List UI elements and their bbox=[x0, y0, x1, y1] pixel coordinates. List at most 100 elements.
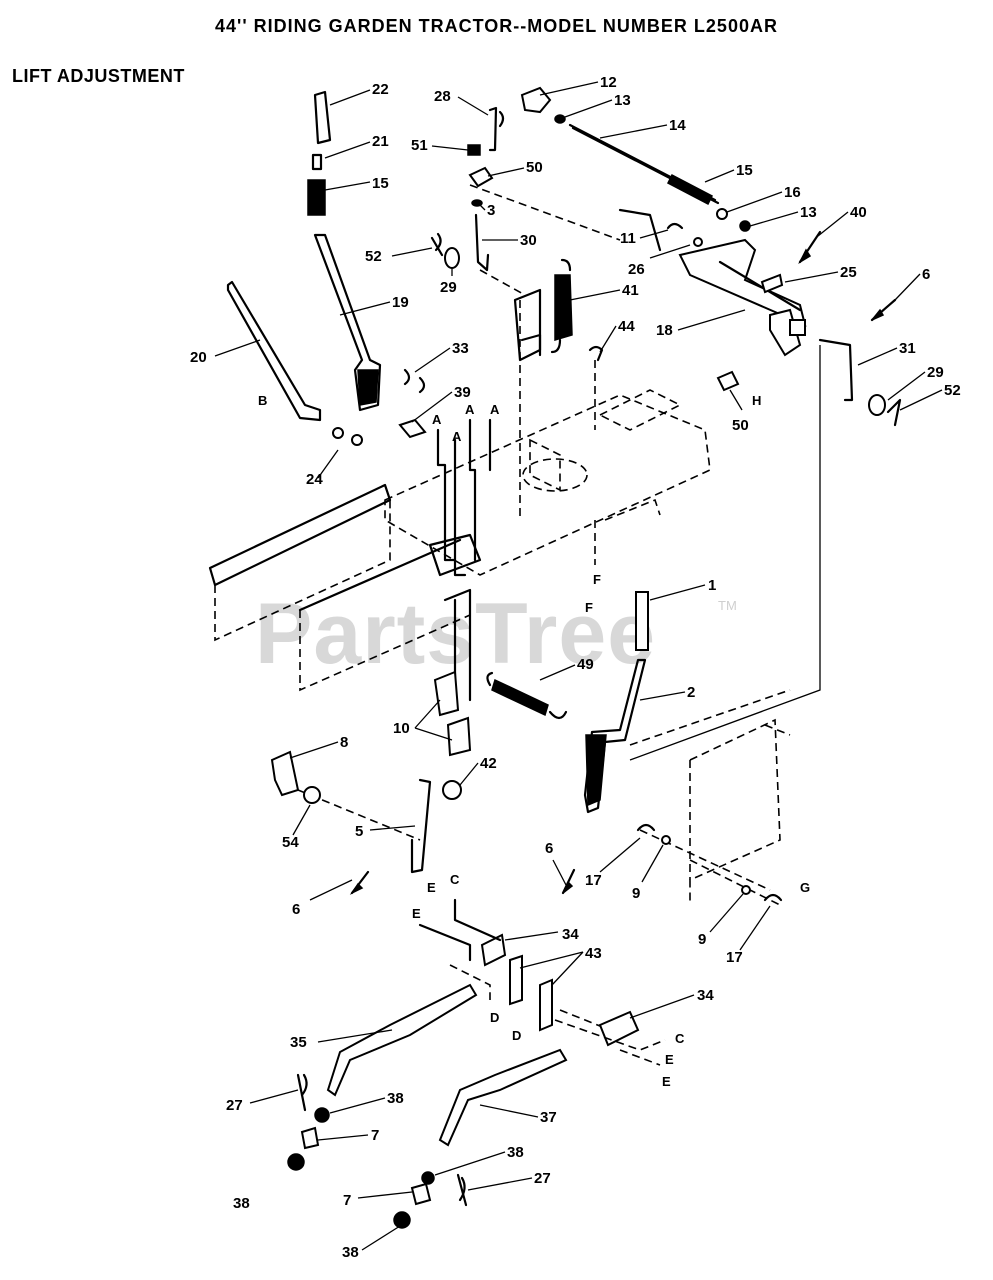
letter-c: C bbox=[450, 872, 460, 887]
callout-15: 15 bbox=[372, 175, 389, 192]
letter-c: C bbox=[675, 1031, 685, 1046]
pin-52-upper bbox=[430, 232, 444, 257]
knob-12 bbox=[520, 86, 552, 114]
letter-e: E bbox=[662, 1074, 671, 1089]
connection-letter-labels: B A A A A H F F E C E G D D C E E bbox=[258, 393, 810, 1089]
letter-f: F bbox=[593, 572, 601, 587]
pin-52-right bbox=[886, 398, 902, 427]
letter-e: E bbox=[427, 880, 436, 895]
clip-17-right bbox=[763, 893, 783, 902]
spacers-24 bbox=[332, 427, 363, 446]
bracket-50-upper bbox=[468, 166, 494, 188]
callout-6: 6 bbox=[545, 840, 553, 857]
callout-22: 22 bbox=[372, 81, 389, 98]
pin-27-right bbox=[456, 1173, 468, 1207]
callout-43: 43 bbox=[585, 945, 602, 962]
callout-16: 16 bbox=[784, 184, 801, 201]
bolt-6-left bbox=[349, 870, 370, 895]
washer-26 bbox=[693, 237, 703, 247]
callout-52: 52 bbox=[944, 382, 961, 399]
pivot-bracket-10 bbox=[433, 670, 472, 757]
letter-h: H bbox=[752, 393, 761, 408]
frame-plate bbox=[384, 389, 711, 576]
callout-13: 13 bbox=[800, 204, 817, 221]
pin-44 bbox=[588, 345, 604, 362]
callout-3: 3 bbox=[487, 202, 495, 219]
letter-f: F bbox=[585, 600, 593, 615]
clip-17-left bbox=[636, 823, 656, 832]
callout-1: 1 bbox=[708, 577, 716, 594]
callout-15: 15 bbox=[736, 162, 753, 179]
spring-15-rod bbox=[667, 173, 713, 206]
callout-39: 39 bbox=[454, 384, 471, 401]
callout-31: 31 bbox=[899, 340, 916, 357]
link-5 bbox=[410, 778, 432, 874]
bracket-39 bbox=[398, 418, 427, 439]
callout-7: 7 bbox=[343, 1192, 351, 1209]
right-side-panel bbox=[689, 718, 791, 905]
callout-33: 33 bbox=[452, 340, 469, 357]
bellcrank-8 bbox=[270, 750, 300, 797]
callout-9: 9 bbox=[632, 885, 640, 902]
grip-1 bbox=[635, 591, 649, 651]
callout-labels: 22 21 15 28 51 50 3 30 52 29 19 20 12 13… bbox=[190, 74, 961, 1261]
washer-9-left bbox=[661, 835, 671, 845]
callout-7: 7 bbox=[371, 1127, 379, 1144]
callout-30: 30 bbox=[520, 232, 537, 249]
letter-a: A bbox=[465, 402, 475, 417]
callout-44: 44 bbox=[618, 318, 635, 335]
callout-14: 14 bbox=[669, 117, 686, 134]
washer-54 bbox=[303, 786, 321, 804]
bolt-7-right bbox=[410, 1182, 432, 1206]
callout-20: 20 bbox=[190, 349, 207, 366]
lift-lever-19 bbox=[313, 233, 382, 412]
letter-a: A bbox=[432, 412, 442, 427]
page-title: 44'' RIDING GARDEN TRACTOR--MODEL NUMBER… bbox=[215, 16, 778, 36]
callout-42: 42 bbox=[480, 755, 497, 772]
lift-arm-37 bbox=[438, 1048, 568, 1147]
link-31 bbox=[818, 338, 854, 402]
callout-41: 41 bbox=[622, 282, 639, 299]
nut-38-b bbox=[287, 1153, 305, 1171]
callout-38: 38 bbox=[233, 1195, 250, 1212]
bolt-6-upper bbox=[870, 298, 897, 322]
callout-8: 8 bbox=[340, 734, 348, 751]
button-21 bbox=[311, 153, 323, 171]
callout-38: 38 bbox=[507, 1144, 524, 1161]
lift-handle-grip-22 bbox=[313, 90, 332, 145]
callout-29: 29 bbox=[927, 364, 944, 381]
pin-25 bbox=[760, 273, 784, 294]
letter-a: A bbox=[490, 402, 500, 417]
letter-d: D bbox=[490, 1010, 499, 1025]
spring-bracket bbox=[513, 288, 542, 362]
callout-27: 27 bbox=[534, 1170, 551, 1187]
callout-37: 37 bbox=[540, 1109, 557, 1126]
callout-24: 24 bbox=[306, 471, 323, 488]
letter-g: G bbox=[800, 880, 810, 895]
callout-28: 28 bbox=[434, 88, 451, 105]
watermark-trademark: TM bbox=[718, 598, 737, 613]
callout-17: 17 bbox=[585, 872, 602, 889]
clip-11 bbox=[666, 222, 684, 230]
bushing-33 bbox=[403, 368, 426, 394]
callout-21: 21 bbox=[372, 133, 389, 150]
washer-29-right bbox=[868, 394, 886, 416]
callout-38: 38 bbox=[387, 1090, 404, 1107]
callout-leaders bbox=[214, 81, 943, 1251]
washer-9-right bbox=[741, 885, 751, 895]
spring-49 bbox=[486, 671, 568, 720]
callout-19: 19 bbox=[392, 294, 409, 311]
spring-15 bbox=[307, 179, 326, 216]
washer-42 bbox=[442, 780, 462, 800]
callout-26: 26 bbox=[628, 261, 645, 278]
callout-9: 9 bbox=[698, 931, 706, 948]
callout-2: 2 bbox=[687, 684, 695, 701]
letter-d: D bbox=[512, 1028, 521, 1043]
washer-51 bbox=[467, 144, 481, 156]
pin-27-left bbox=[296, 1073, 308, 1112]
lift-rod-20 bbox=[226, 280, 322, 422]
section-title: LIFT ADJUSTMENT bbox=[12, 66, 185, 86]
callout-50: 50 bbox=[526, 159, 543, 176]
washer-16 bbox=[716, 208, 728, 220]
